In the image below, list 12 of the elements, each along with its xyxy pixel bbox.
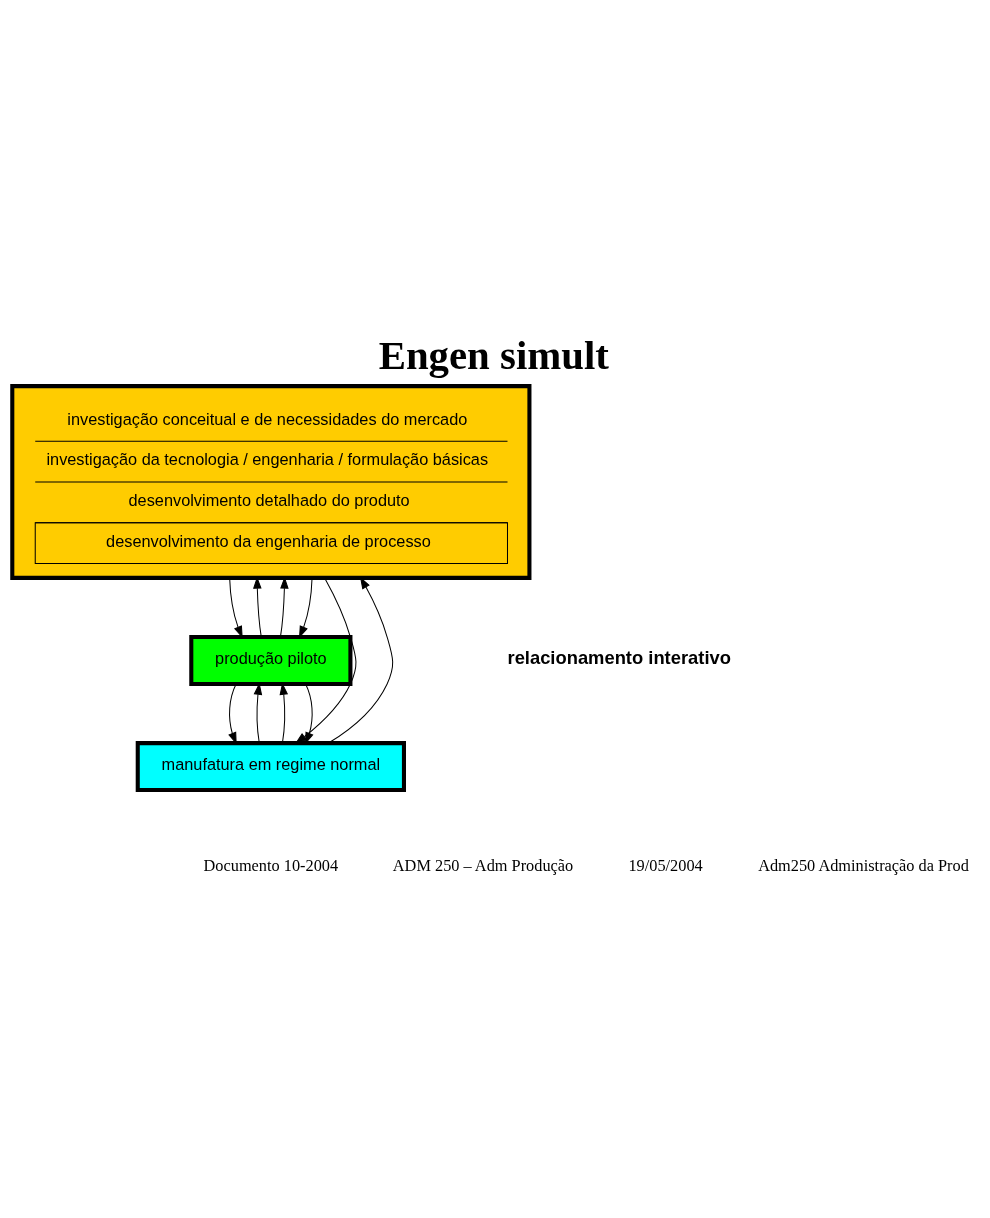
diagram-title: Engen simult — [378, 332, 609, 378]
arrow — [294, 577, 357, 744]
arrow — [305, 683, 314, 744]
arrow — [228, 683, 237, 744]
label: 19/05/2004 — [628, 855, 703, 875]
node-box: manufatura em regime normal — [135, 740, 406, 792]
node-box: produção piloto — [189, 634, 353, 686]
label: Adm250 Administração da Prod — [758, 855, 969, 875]
label: relacionamento interativo — [507, 646, 731, 668]
label: ADM 250 – Adm Produção — [392, 855, 574, 875]
node-box: investigação conceitual e de necessidades do mercado investigação da tecnologia / engenharia / formulação básicas desenvolvimento detalhado do produto desenvolvimento da engenharia de processo — [10, 383, 532, 580]
label: Documento 10-2004 — [203, 855, 339, 875]
